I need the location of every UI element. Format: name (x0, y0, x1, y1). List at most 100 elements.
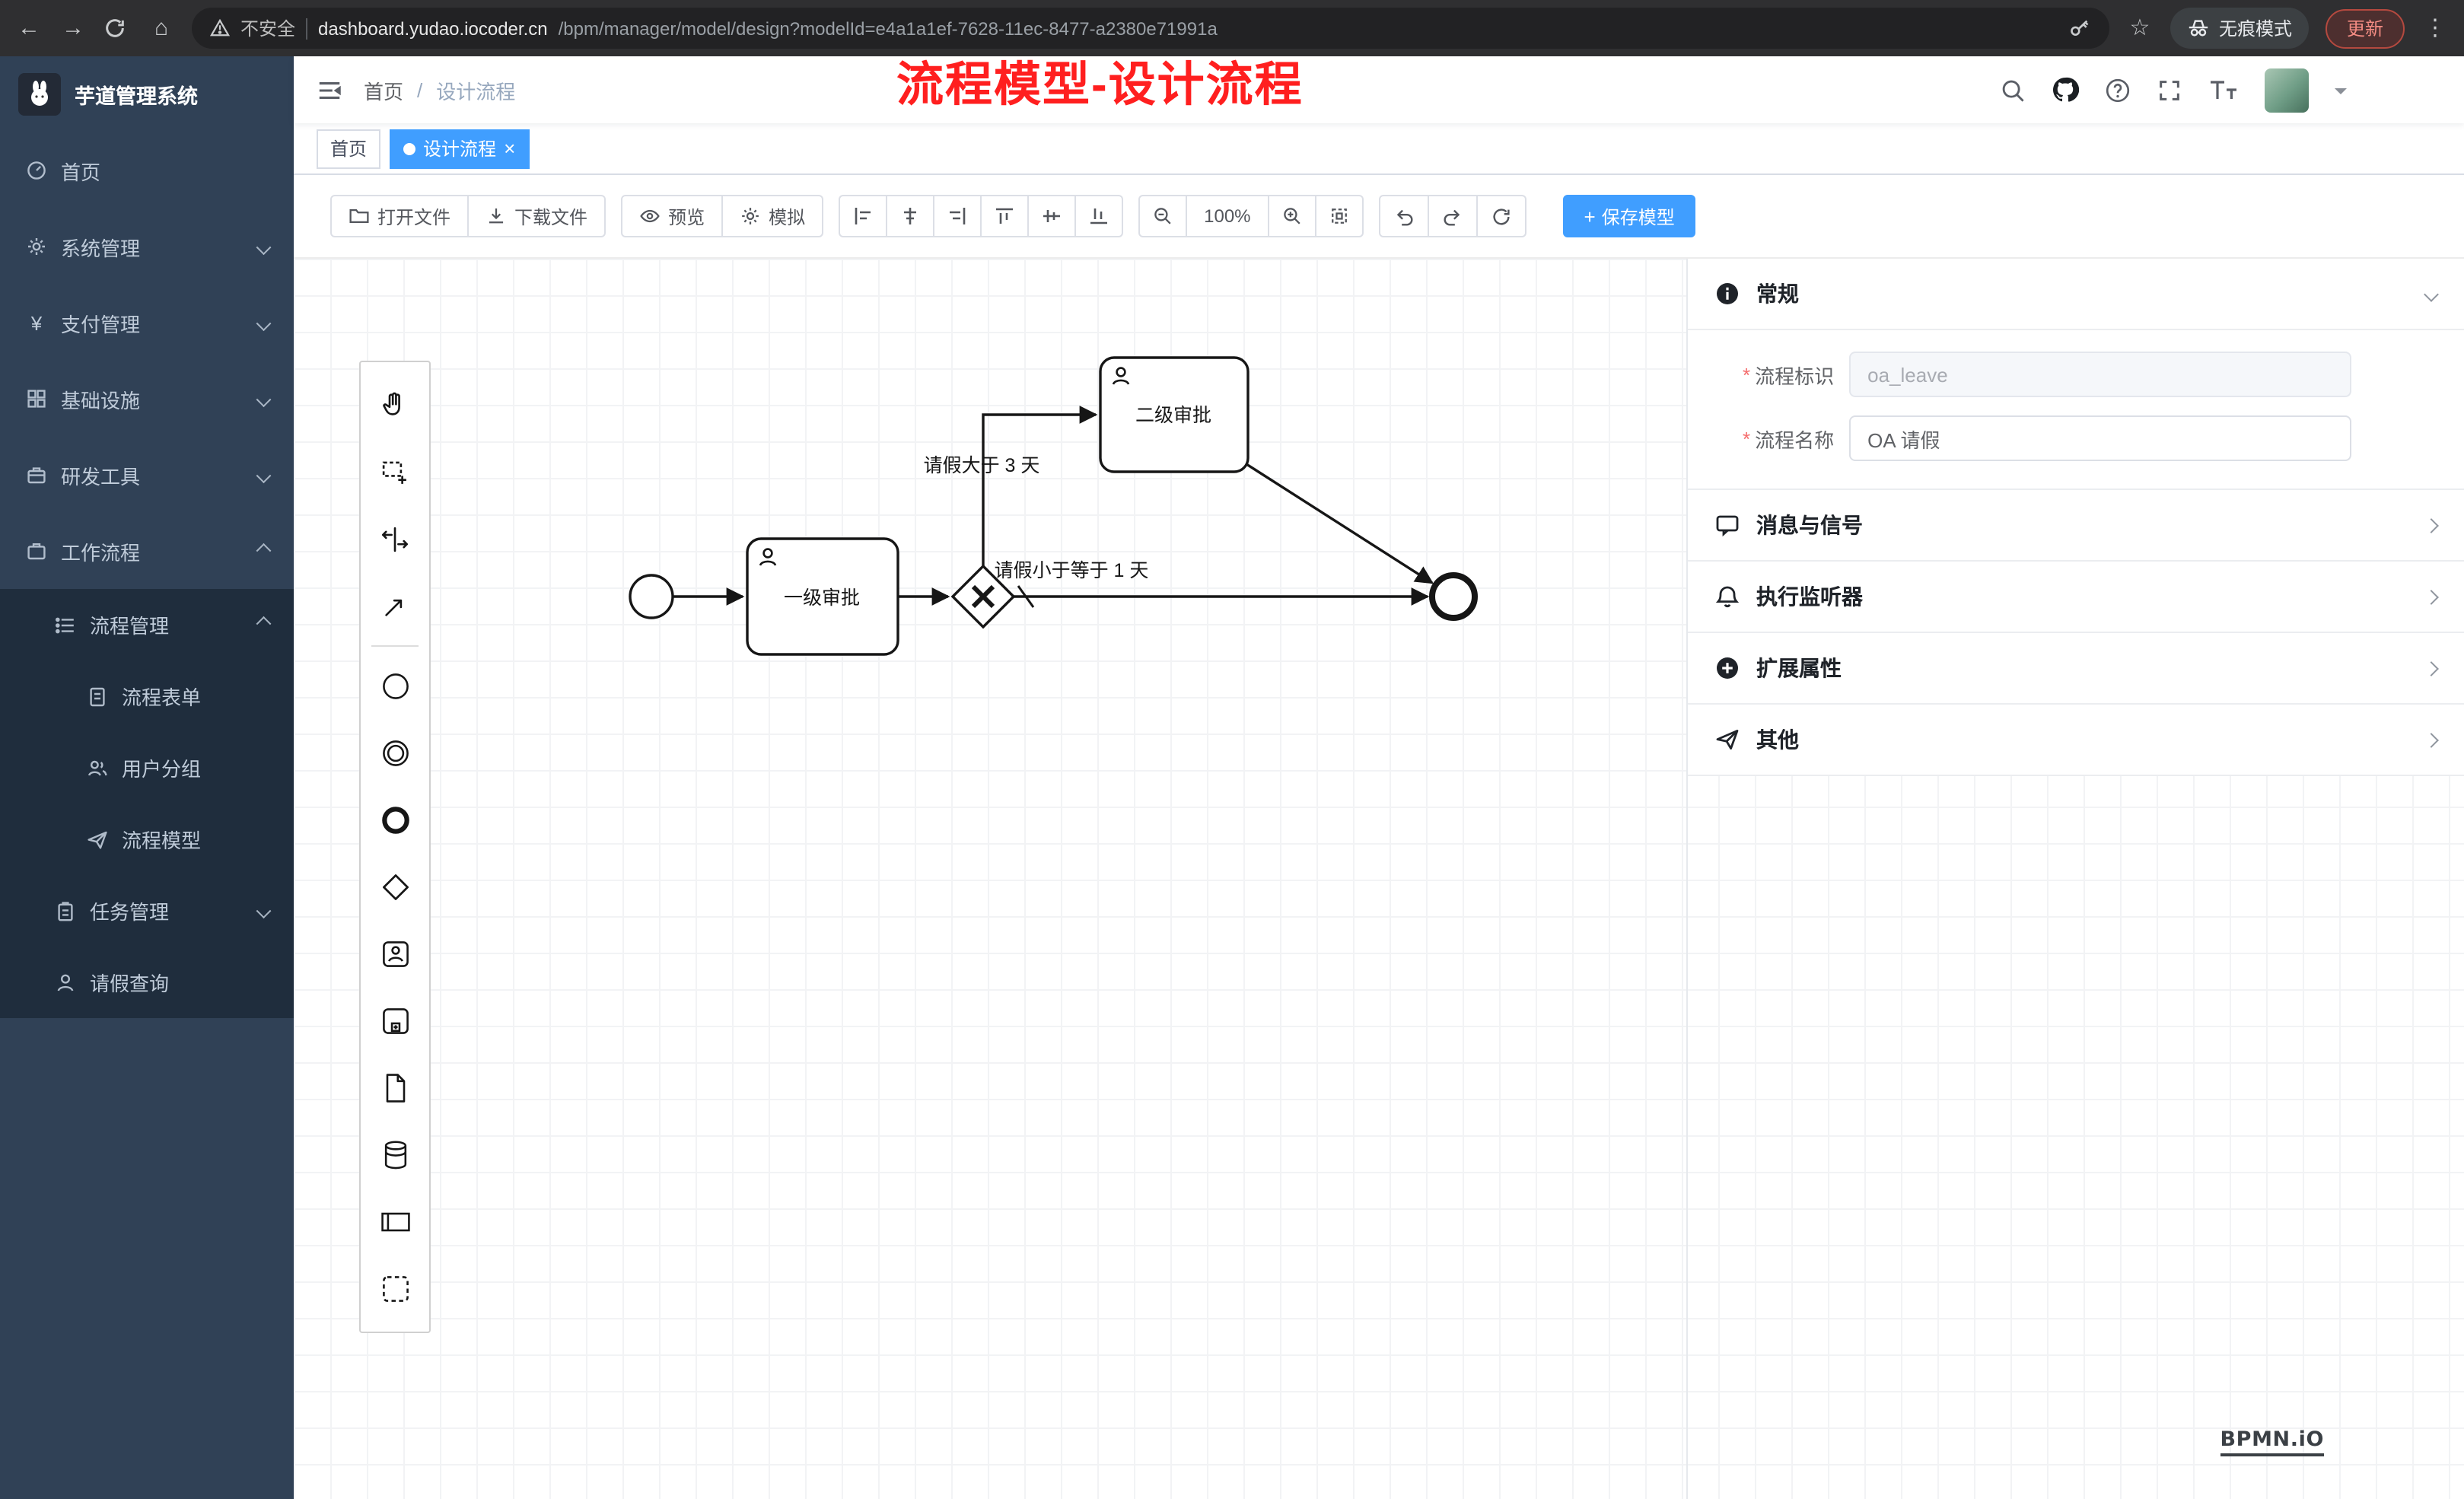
bpmn-diagram[interactable]: 一级审批 二级审批 请假大于 3 天 请假小于等于 1 天 (294, 259, 2464, 1499)
sidebar-item-process-mgmt[interactable]: 流程管理 (0, 589, 294, 660)
task-second-approval[interactable] (1099, 356, 1250, 473)
zoom-reset-button[interactable] (1316, 195, 1364, 237)
section-title: 扩展属性 (1756, 656, 1842, 680)
lasso-tool-icon[interactable] (361, 438, 429, 505)
font-size-icon[interactable] (2208, 78, 2239, 102)
section-others[interactable]: 其他 (1688, 705, 2464, 776)
zoom-level: 100% (1187, 195, 1269, 237)
sidebar-item-label: 用户分组 (122, 758, 202, 781)
plus-icon: + (1584, 205, 1596, 228)
flow-gateway-to-task2[interactable] (982, 406, 1098, 566)
sidebar-item-process-model[interactable]: 流程模型 (0, 804, 294, 875)
help-icon[interactable] (2105, 77, 2131, 103)
app-shell: 芋道管理系统 首页 系统管理 ¥ 支付管理 基础设施 (0, 56, 2464, 1499)
open-file-button[interactable]: 打开文件 (330, 195, 470, 237)
participant-icon[interactable] (361, 1189, 429, 1256)
reload-icon[interactable] (103, 17, 131, 40)
intermediate-event-icon[interactable] (361, 720, 429, 787)
bookmark-star-icon[interactable]: ☆ (2129, 15, 2150, 41)
sidebar-item-payment[interactable]: ¥ 支付管理 (0, 285, 294, 361)
subprocess-icon[interactable] (361, 988, 429, 1055)
process-name-input[interactable] (1849, 415, 2352, 461)
section-extended-attributes[interactable]: 扩展属性 (1688, 633, 2464, 705)
bpmn-canvas[interactable]: 一级审批 二级审批 请假大于 3 天 请假小于等于 1 天 常规 (294, 259, 2464, 1499)
end-event-icon[interactable] (361, 787, 429, 854)
sidebar-item-label: 请假查询 (90, 972, 170, 995)
forward-icon[interactable]: → (62, 15, 84, 41)
align-bottom-button[interactable] (1076, 195, 1124, 237)
align-horizontal-center-button[interactable] (887, 195, 935, 237)
sidebar-item-devtools[interactable]: 研发工具 (0, 437, 294, 513)
save-model-button[interactable]: + 保存模型 (1562, 195, 1696, 237)
data-object-icon[interactable] (361, 1055, 429, 1122)
align-right-button[interactable] (934, 195, 982, 237)
tag-design-process[interactable]: 设计流程 × (390, 129, 530, 168)
close-icon[interactable]: × (504, 137, 516, 160)
undo-button[interactable] (1378, 195, 1429, 237)
sidebar-item-workflow[interactable]: 工作流程 (0, 513, 294, 589)
avatar-caret-icon[interactable] (2335, 88, 2347, 100)
sidebar-item-label: 流程管理 (90, 615, 170, 638)
address-bar[interactable]: 不安全 dashboard.yudao.iocoder.cn /bpm/mana… (192, 8, 2109, 49)
zoom-in-button[interactable] (1269, 195, 1316, 237)
gateway-icon[interactable] (361, 854, 429, 921)
sidebar-item-task-mgmt[interactable]: 任务管理 (0, 875, 294, 947)
restart-button[interactable] (1477, 195, 1526, 237)
section-general[interactable]: 常规 (1688, 259, 2464, 330)
preview-button[interactable]: 预览 (621, 195, 724, 237)
fullscreen-icon[interactable] (2157, 77, 2182, 103)
field-label: 流程名称 (1755, 428, 1835, 451)
process-key-input[interactable] (1849, 352, 2352, 397)
hand-tool-icon[interactable] (361, 371, 429, 438)
sidebar-item-system[interactable]: 系统管理 (0, 208, 294, 285)
align-top-button[interactable] (982, 195, 1030, 237)
bpmn-palette (359, 361, 431, 1333)
top-navbar: 首页 / 设计流程 (294, 56, 2464, 123)
section-execution-listeners[interactable]: 执行监听器 (1688, 562, 2464, 633)
space-tool-icon[interactable] (361, 505, 429, 572)
group-icon[interactable] (361, 1256, 429, 1322)
bell-icon (1715, 586, 1740, 608)
back-icon[interactable]: ← (18, 15, 40, 41)
github-icon[interactable] (2052, 76, 2079, 103)
user-task-icon[interactable] (361, 921, 429, 988)
key-icon[interactable] (2068, 17, 2091, 40)
zoom-out-button[interactable] (1138, 195, 1188, 237)
tag-home[interactable]: 首页 (317, 129, 381, 168)
download-file-button[interactable]: 下载文件 (469, 195, 606, 237)
avatar[interactable] (2265, 68, 2309, 112)
sidebar-collapse-icon[interactable] (317, 77, 342, 103)
global-connect-tool-icon[interactable] (361, 572, 429, 639)
sidebar-item-process-form[interactable]: 流程表单 (0, 660, 294, 732)
align-vertical-center-button[interactable] (1029, 195, 1077, 237)
home-icon[interactable]: ⌂ (154, 15, 169, 41)
clipboard-icon (58, 901, 73, 921)
gear-icon (742, 208, 759, 224)
redo-button[interactable] (1428, 195, 1478, 237)
align-left-button[interactable] (839, 195, 888, 237)
sidebar-item-user-group[interactable]: 用户分组 (0, 732, 294, 804)
flow-task2-to-end[interactable] (1246, 463, 1434, 584)
search-icon[interactable] (2000, 77, 2026, 103)
incognito-icon (2187, 17, 2210, 40)
breadcrumb-home[interactable]: 首页 (364, 80, 404, 103)
data-store-icon[interactable] (361, 1122, 429, 1189)
start-event[interactable] (629, 574, 674, 619)
url-path: /bpm/manager/model/design?modelId=e4a1a1… (558, 18, 1218, 39)
breadcrumb-separator: / (417, 78, 423, 101)
sidebar-item-home[interactable]: 首页 (0, 132, 294, 208)
gateway-x-icon (971, 584, 995, 609)
sidebar-item-leave-query[interactable]: 请假查询 (0, 947, 294, 1018)
dashboard-icon (27, 161, 46, 180)
update-button[interactable]: 更新 (2325, 8, 2405, 48)
end-event[interactable] (1429, 572, 1478, 621)
simulate-button[interactable]: 模拟 (723, 195, 824, 237)
grid-icon (27, 390, 46, 408)
chevron-down-icon (2424, 286, 2439, 301)
sidebar-item-infra[interactable]: 基础设施 (0, 361, 294, 437)
start-event-icon[interactable] (361, 653, 429, 720)
browser-menu-icon[interactable]: ⋮ (2424, 15, 2446, 41)
sidebar-item-label: 基础设施 (61, 389, 141, 412)
bpmn-io-watermark[interactable]: BPMN.iO (2220, 1427, 2324, 1456)
section-messages-signals[interactable]: 消息与信号 (1688, 490, 2464, 562)
